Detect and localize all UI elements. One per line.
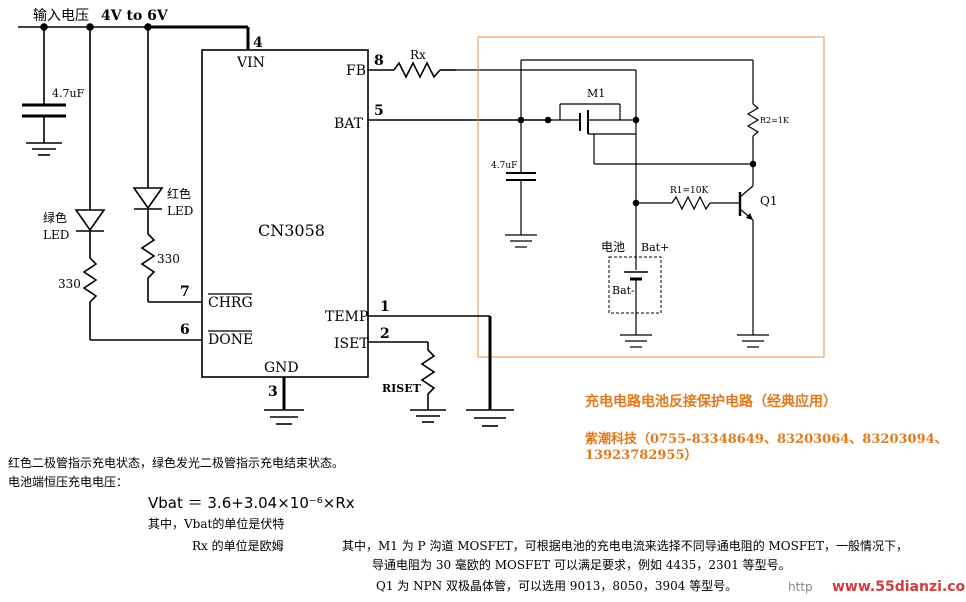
pin-gnd-number: 3 (268, 384, 278, 400)
pin-gnd-label: GND (264, 360, 299, 376)
watermark-http: http (788, 580, 813, 594)
input-voltage-range: 4V to 6V (101, 8, 169, 24)
bat-minus-label: Bat- (612, 284, 635, 297)
q1-label: Q1 (760, 194, 777, 208)
note-q1: Q1 为 NPN 双极晶体管，可以选用 9013，8050，3904 等型号。 (376, 579, 738, 593)
ic-name: CN3058 (258, 221, 325, 240)
red-led-label-a: 红色 (167, 186, 191, 201)
battery-label: 电池 (601, 240, 625, 254)
pin-iset-number: 2 (380, 326, 390, 342)
green-led-label-a: 绿色 (43, 210, 67, 225)
circuit-title: 充电电路电池反接保护电路（经典应用） (585, 394, 837, 410)
bat-plus-label: Bat+ (641, 241, 669, 254)
pin-fb-label: FB (346, 63, 366, 79)
right-cap-label: 4.7uF (491, 161, 517, 171)
pin-vin-label: VIN (236, 55, 265, 71)
r2-label: R2=1K (760, 116, 790, 125)
green-resistor-label: 330 (58, 277, 81, 291)
r1-label: R1=10K (670, 186, 708, 196)
pin-done-number: 6 (180, 322, 190, 338)
pin-bat-label: BAT (334, 116, 364, 132)
red-resistor-label: 330 (157, 252, 180, 266)
company-phone: 13923782955） (585, 448, 698, 463)
pin-temp-label: TEMP (325, 309, 368, 325)
note-m1-line1: 其中，M1 为 P 沟道 MOSFET，可根据电池的充电电流来选择不同导通电阻的… (342, 539, 908, 553)
m1-label: M1 (587, 87, 605, 100)
pin-vin-number: 4 (253, 35, 263, 51)
rx-label: Rx (410, 48, 426, 62)
note-rx-unit: Rx 的单位是欧姆 (192, 539, 284, 553)
pin-temp-number: 1 (380, 299, 390, 315)
pin-done-label: DONE (208, 332, 253, 348)
note-m1-line2: 导通电阻为 30 毫欧的 MOSFET 可以满足要求，例如 4435，2301 … (372, 558, 791, 572)
pin-iset-label: ISET (334, 336, 369, 352)
green-led-label-b: LED (43, 228, 69, 242)
company-contact: 紫潮科技（0755-83348649、83203064、83203094、 (585, 432, 948, 447)
pin-chrg-number: 7 (180, 284, 190, 300)
riset-label: RISET (382, 382, 422, 395)
note-voltage-heading: 电池端恒压充电电压： (8, 475, 129, 489)
pin-bat-number: 5 (374, 103, 384, 119)
note-led-status: 红色二极管指示充电状态，绿色发光二极管指示充电结束状态。 (8, 456, 345, 470)
vbat-formula: Vbat ＝ 3.6+3.04×10⁻⁶×Rx (148, 494, 355, 512)
pin-chrg-label: CHRG (208, 295, 253, 311)
pin-fb-number: 8 (374, 53, 384, 69)
input-voltage-label: 输入电压 (33, 8, 89, 24)
note-vbat-unit: 其中，Vbat的单位是伏特 (148, 517, 285, 531)
watermark-site: www.55dianzi.com (832, 579, 966, 595)
red-led-label-b: LED (167, 204, 193, 218)
left-cap-label: 4.7uF (52, 87, 85, 100)
